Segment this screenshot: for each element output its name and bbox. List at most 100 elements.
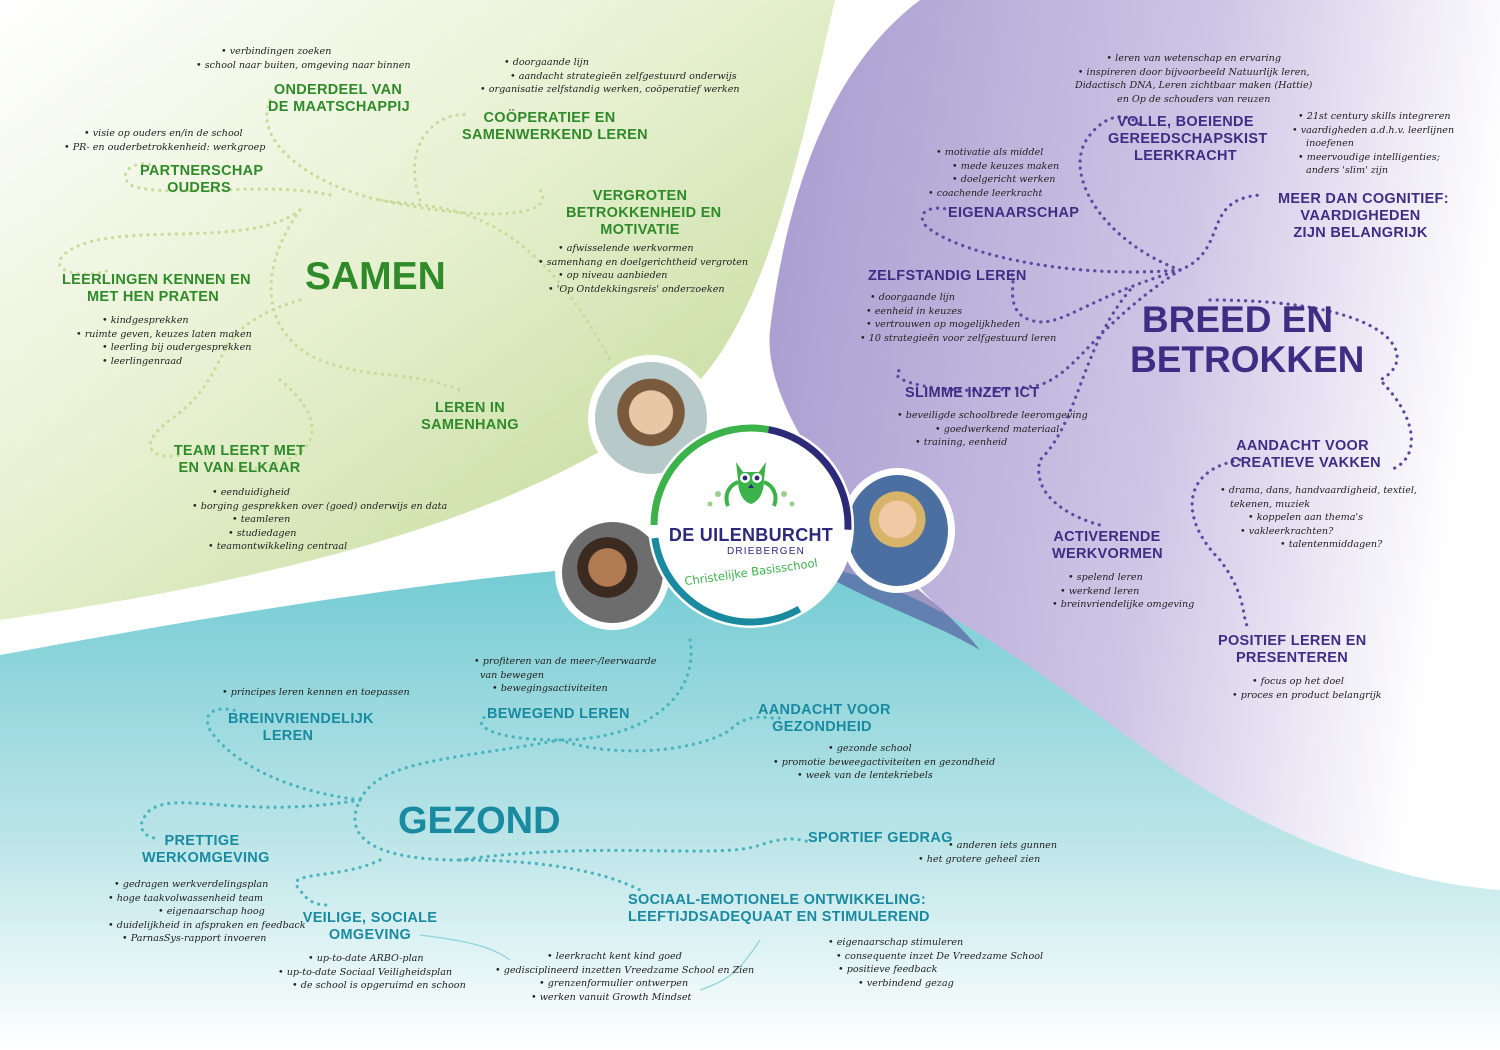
bullet: 21st century skills integreren (1292, 110, 1454, 124)
node-label: AANDACHT VOOR (1236, 438, 1369, 454)
bullet: teamleren (192, 513, 447, 527)
node-label: BREINVRIENDELIJK (228, 711, 374, 727)
theme-gezond: GEZOND (398, 800, 561, 842)
node-cognitief: MEER DAN COGNITIEF: VAARDIGHEDEN ZIJN BE… (1278, 191, 1449, 242)
bullets-gezondheid: gezonde school promotie beweegactiviteit… (773, 742, 995, 783)
bullet: up-to-date Sociaal Veiligheidsplan (278, 966, 466, 980)
bullet: profiteren van de meer-/leerwaarde (474, 655, 657, 669)
bullet: proces en product belangrijk (1232, 689, 1382, 703)
bullet: mede keuzes maken (928, 160, 1060, 174)
node-label: ACTIVERENDE (1053, 529, 1161, 545)
bullet: doorgaande lijn (860, 291, 1056, 305)
bullets-volle: leren van wetenschap en ervaring inspire… (1075, 52, 1312, 106)
gezond-region (0, 560, 1500, 1050)
bullet: eigenaarschap stimuleren (828, 936, 1043, 950)
bullets-veilig: up-to-date ARBO-plan up-to-date Sociaal … (278, 952, 466, 993)
node-team: TEAM LEERT MET EN VAN ELKAAR (172, 443, 307, 477)
bullet: aandacht strategieën zelfgestuurd onderw… (480, 70, 740, 84)
bullets-creatief: drama, dans, handvaardigheid, textiel, t… (1220, 484, 1417, 552)
node-label: BETROKKENHEID EN (566, 205, 722, 221)
node-label: MEER DAN COGNITIEF: (1278, 191, 1449, 207)
bullet: duidelijkheid in afspraken en feedback (108, 919, 306, 933)
bullet: leerkracht kent kind goed (495, 950, 754, 964)
node-label: GEREEDSCHAPSKIST (1108, 131, 1268, 147)
node-ict: SLIMME INZET ICT (905, 385, 1040, 402)
node-label: OMGEVING (328, 927, 412, 943)
bullet: eenduidigheid (192, 486, 447, 500)
bullet: teamontwikkeling centraal (192, 540, 447, 554)
node-label: ONDERDEEL VAN (273, 82, 403, 98)
student-photo-left (555, 515, 670, 630)
bullet: vakleerkrachten? (1220, 525, 1417, 539)
node-label: DE MAATSCHAPPIJ (268, 99, 410, 115)
bullet: ruimte geven, keuzes laten maken (76, 328, 252, 342)
bullet: gezonde school (773, 742, 995, 756)
bullet: goedwerkend materiaal (897, 423, 1088, 437)
bullet: week van de lentekriebels (773, 769, 995, 783)
bullets-eigenaarschap: motivatie als middel mede keuzes maken d… (928, 146, 1060, 201)
node-label: TEAM LEERT MET (173, 443, 306, 459)
bullet: meervoudige intelligenties; (1292, 151, 1454, 165)
node-label: EIGENAARSCHAP (948, 205, 1080, 221)
bullet: leerlingenraad (76, 355, 252, 369)
bullet: de school is opgeruimd en schoon (278, 979, 466, 993)
bullet: koppelen aan thema's (1220, 511, 1417, 525)
bullet: visie op ouders en/in de school (64, 127, 265, 141)
node-label: SAMENWERKEND LEREN (462, 127, 648, 143)
node-label: VERGROTEN (592, 188, 688, 204)
node-label: PRESENTEREN (1235, 650, 1349, 666)
node-label: MET HEN PRATEN (86, 289, 220, 305)
bullet: positieve feedback (828, 963, 1043, 977)
bullets-cooperatief: doorgaande lijn aandacht strategieën zel… (480, 56, 740, 97)
bullet: studiedagen (192, 527, 447, 541)
bullet-continued: tekenen, muziek (1230, 498, 1311, 510)
node-label: AANDACHT VOOR (758, 702, 891, 718)
node-label: POSITIEF LEREN EN (1218, 633, 1367, 649)
bullet: leren van wetenschap en ervaring (1075, 52, 1312, 66)
node-label: BEWEGEND LEREN (487, 706, 630, 722)
theme-breed-line1: BREED EN (1141, 299, 1334, 340)
bullet-continued: Didactisch DNA, Leren zichtbaar maken (H… (1075, 80, 1313, 91)
bullets-cognitief: 21st century skills integreren vaardighe… (1292, 110, 1454, 178)
bullet: focus op het doel (1232, 675, 1382, 689)
bullet: spelend leren (1040, 571, 1194, 585)
bullet: inspireren door bijvoorbeeld Natuurlijk … (1075, 66, 1312, 80)
bullet: doorgaande lijn (480, 56, 740, 70)
bullet: anderen iets gunnen (918, 839, 1057, 853)
node-sociaal: SOCIAAL-EMOTIONELE ONTWIKKELING: LEEFTIJ… (628, 892, 929, 926)
bullet: verbindingen zoeken (196, 45, 411, 59)
bullets-vergroten: afwisselende werkvormen samenhang en doe… (538, 242, 748, 296)
theme-samen: SAMEN (305, 255, 446, 298)
bullet: PR- en ouderbetrokkenheid: werkgroep (64, 141, 266, 155)
bullet: gedisciplineerd inzetten Vreedzame Schoo… (495, 964, 754, 978)
bullet: grenzenformulier ontwerpen (495, 977, 754, 991)
student-photo-right (840, 468, 955, 593)
bullet: coachende leerkracht (928, 187, 1059, 201)
node-label: GEZONDHEID (772, 719, 872, 735)
node-prettig: PRETTIGE WERKOMGEVING (142, 833, 269, 867)
node-label: MOTIVATIE (600, 222, 680, 238)
node-label: SOCIAAL-EMOTIONELE ONTWIKKELING: (628, 892, 926, 908)
node-label: VEILIGE, SOCIALE (302, 910, 438, 926)
bullet: ParnasSys-rapport invoeren (108, 932, 306, 946)
bullets-zelfstandig: doorgaande lijn eenheid in keuzes vertro… (860, 291, 1057, 345)
bullet-continued: van bewegen (480, 669, 545, 681)
bullet: up-to-date ARBO-plan (278, 952, 466, 966)
bullet: motivatie als middel (928, 146, 1059, 160)
bullet: beveiligde schoolbrede leeromgeving (897, 409, 1088, 423)
node-cooperatief: COÖPERATIEF EN SAMENWERKEND LEREN (462, 110, 648, 144)
bullet: leerling bij oudergesprekken (76, 341, 252, 355)
bullet: promotie beweegactiviteiten en gezondhei… (773, 756, 995, 770)
bullet: kindgesprekken (76, 314, 252, 328)
bullets-sociaal-right: eigenaarschap stimuleren consequente inz… (828, 936, 1043, 990)
bullets-brein: principes leren kennen en toepassen (222, 686, 410, 700)
node-label: VOLLE, BOEIENDE (1117, 114, 1254, 130)
bullet: talentenmiddagen? (1220, 538, 1417, 552)
bullet: op niveau aanbieden (538, 269, 748, 283)
bullet: afwisselende werkvormen (538, 242, 748, 256)
bullets-sociaal-left: leerkracht kent kind goed gedisciplineer… (495, 950, 754, 1004)
bullet-continued: anders 'slim' zijn (1306, 165, 1389, 176)
bullets-partnerschap: visie op ouders en/in de school PR- en o… (64, 127, 266, 155)
node-label: SLIMME INZET ICT (905, 385, 1040, 401)
